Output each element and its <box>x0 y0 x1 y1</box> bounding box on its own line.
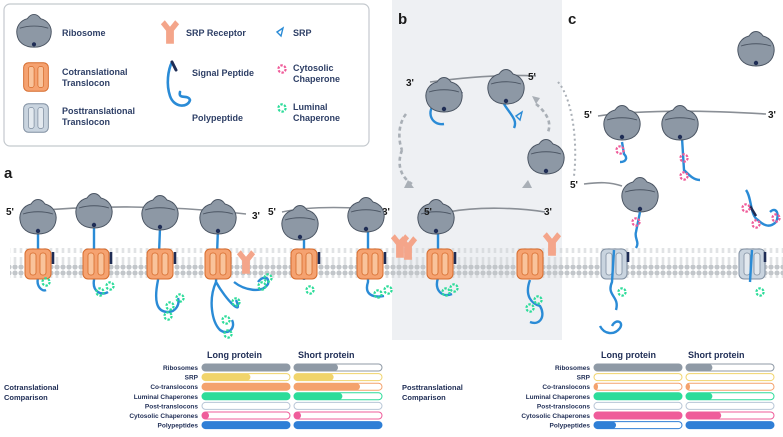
comparison-row-label: SRP <box>185 375 199 382</box>
panel-b-cycle <box>398 69 577 325</box>
panel-b-5prime-bottom: 5' <box>424 207 432 218</box>
comparison-bar-short-outline <box>293 411 383 420</box>
panel-a-translocation-steps <box>19 193 410 339</box>
cotranslational-translocon-legend-icon <box>23 62 49 92</box>
comparison-row-label: Co-translocons <box>542 384 590 391</box>
comparison-row-label: Ribosomes <box>555 365 590 372</box>
panel-a-3prime-2: 3' <box>382 207 390 218</box>
comparison-bar-long-fill <box>202 383 290 391</box>
posttranslational-comparison-title: Posttranslational Comparison <box>402 383 465 402</box>
comparison-bar-short-fill <box>294 392 343 400</box>
comparison-bar-long-fill <box>202 421 290 429</box>
comparison-bar-short-outline <box>685 373 775 382</box>
comparison-bar-long-outline <box>593 401 683 410</box>
comparison-bar-long-fill <box>594 421 616 429</box>
comparison-bar-long-outline <box>593 382 683 391</box>
legend-srp-receptor: SRP Receptor <box>186 28 246 38</box>
comparison-bar-short-fill <box>294 412 302 419</box>
posttranslational-translocon-legend-icon <box>23 103 49 133</box>
comparison-row-label: SRP <box>577 375 591 382</box>
posttrans-short-protein-header: Short protein <box>688 350 745 360</box>
panel-label-c: c <box>568 11 576 28</box>
panel-c-5prime-top: 5' <box>584 110 592 121</box>
panel-label-a: a <box>4 165 13 182</box>
cotrans-short-protein-header: Short protein <box>298 350 355 360</box>
comparison-bar-long-outline <box>201 411 291 420</box>
comparison-row-label: Cytosolic Chaperones <box>129 413 198 420</box>
comparison-bar-short-outline <box>293 401 383 410</box>
panel-label-b: b <box>398 11 407 28</box>
comparison-bar-short-fill <box>686 392 713 400</box>
signal-peptide-legend-icon <box>166 60 192 107</box>
comparison-bar-long-outline <box>201 401 291 410</box>
posttranslational-bars <box>593 363 775 430</box>
comparison-row-label: Post-translocons <box>537 403 590 410</box>
comparison-row-label: Luminal Chaperones <box>526 394 591 401</box>
comparison-bar-short-outline <box>685 382 775 391</box>
comparison-bar-short-outline <box>685 401 775 410</box>
comparison-bar-long-fill <box>594 364 682 371</box>
legend-cytosolic-chaperone: Cytosolic Chaperone <box>293 63 340 84</box>
legend-srp: SRP <box>293 28 312 38</box>
panel-a-3prime-1: 3' <box>252 211 260 222</box>
panel-c-5prime-bottom: 5' <box>570 180 578 191</box>
cotranslational-comparison-title: Cotranslational Comparison <box>4 383 61 402</box>
legend-luminal-chaperone: Luminal Chaperone <box>293 102 340 123</box>
legend-box: Ribosome SRP Receptor SRP Cotranslationa… <box>3 3 370 147</box>
panel-a-5prime-1: 5' <box>6 207 14 218</box>
posttrans-long-protein-header: Long protein <box>601 350 656 360</box>
comparison-bar-long-fill <box>594 383 598 391</box>
panel-c-posttranslational <box>583 31 781 335</box>
panel-a-5prime-2: 5' <box>268 207 276 218</box>
comparison-bar-long-fill <box>594 392 682 400</box>
legend-ribosome: Ribosome <box>62 28 106 38</box>
comparison-bar-short-fill <box>686 421 774 429</box>
comparison-bar-long-fill <box>202 373 251 381</box>
legend-posttranslational-translocon: Posttranslational Translocon <box>62 106 138 127</box>
comparison-bar-short-fill <box>294 373 334 381</box>
panel-b-5prime-top: 5' <box>528 72 536 83</box>
comparison-bar-long-fill <box>202 412 210 419</box>
comparison-row-label: Polypeptides <box>550 423 591 430</box>
comparison-row-label: Polypeptides <box>158 423 199 430</box>
panel-c-3prime-top: 3' <box>768 110 776 121</box>
comparison-bar-short-fill <box>294 364 338 371</box>
legend-cotranslational-translocon: Cotranslational Translocon <box>62 67 130 88</box>
cotrans-long-protein-header: Long protein <box>207 350 262 360</box>
comparison-bar-short-fill <box>294 421 382 429</box>
comparison-row-label: Cytosolic Chaperones <box>521 413 590 420</box>
comparison-bar-short-fill <box>686 412 722 419</box>
panel-b-3prime-bottom: 3' <box>544 207 552 218</box>
comparison-row-label: Post-translocons <box>145 403 198 410</box>
comparison-row-label: Ribosomes <box>163 365 198 372</box>
cotranslational-bars <box>201 363 383 430</box>
legend-polypeptide: Polypeptide <box>192 113 243 123</box>
comparison-bar-short-fill <box>686 364 713 371</box>
comparison-bar-long-fill <box>202 392 290 400</box>
comparison-bar-long-fill <box>594 412 682 419</box>
comparison-bar-short-fill <box>294 383 360 391</box>
comparison-bar-short-fill <box>686 383 690 391</box>
comparison-row-label: Co-translocons <box>150 384 198 391</box>
panel-b-3prime-top: 3' <box>406 78 414 89</box>
comparison-bar-long-fill <box>202 364 290 371</box>
comparison-bar-long-outline <box>593 373 683 382</box>
legend-signal-peptide: Signal Peptide <box>192 68 254 78</box>
comparison-row-label: Luminal Chaperones <box>134 394 199 401</box>
